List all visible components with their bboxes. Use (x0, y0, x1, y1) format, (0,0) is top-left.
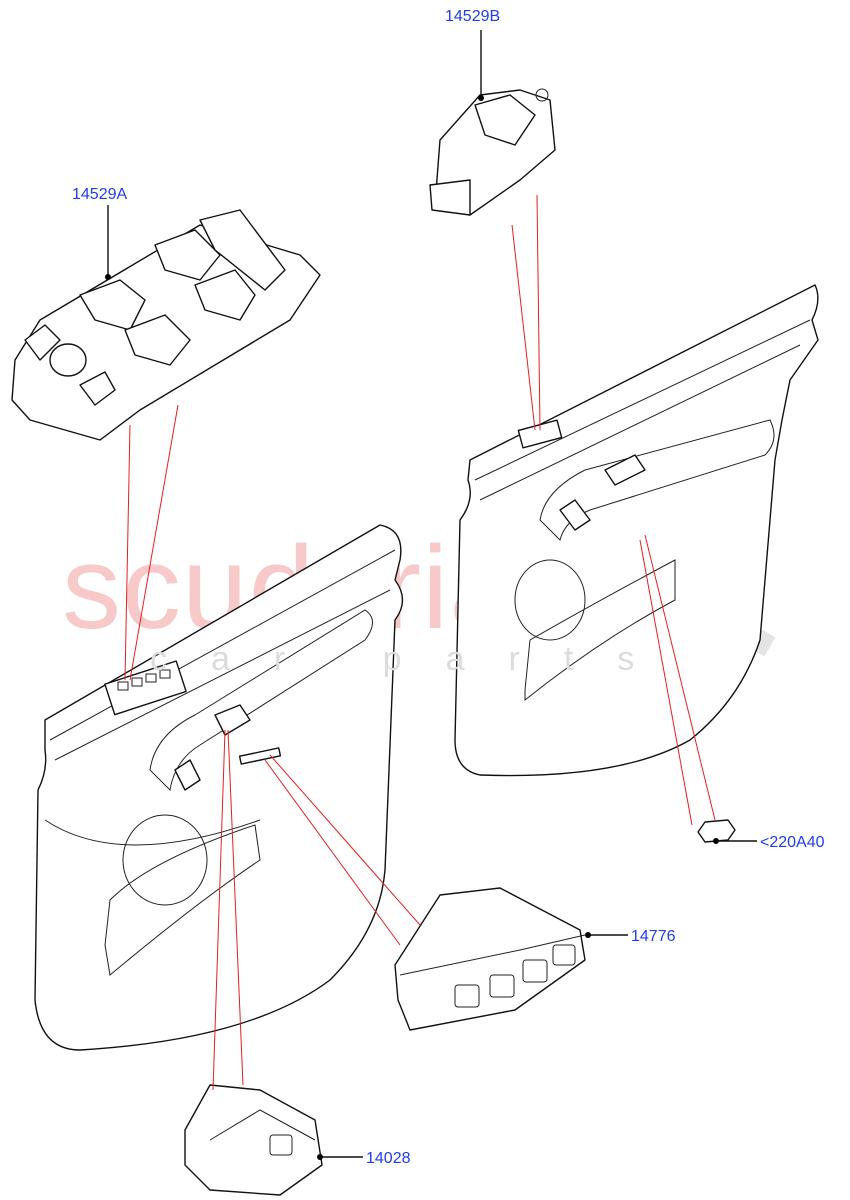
switch-220A40 (697, 819, 736, 843)
callout-14028[interactable]: 14028 (366, 1150, 411, 1167)
master-window-switch-14529A (11, 209, 321, 441)
callout-220A40[interactable]: <220A40 (760, 834, 825, 851)
rear-door-trim-panel (454, 284, 819, 777)
front-door-trim-panel (34, 524, 404, 1051)
callout-14529B[interactable]: 14529B (445, 8, 501, 25)
callout-14776[interactable]: 14776 (631, 928, 676, 945)
callout-14529A[interactable]: 14529A (72, 186, 128, 203)
memory-seat-switch-14776 (394, 887, 586, 1031)
callout-leaders (105, 30, 757, 1160)
reference-lines (124, 194, 716, 1091)
window-switch-14529B (429, 88, 556, 216)
switch-14028 (184, 1084, 323, 1196)
